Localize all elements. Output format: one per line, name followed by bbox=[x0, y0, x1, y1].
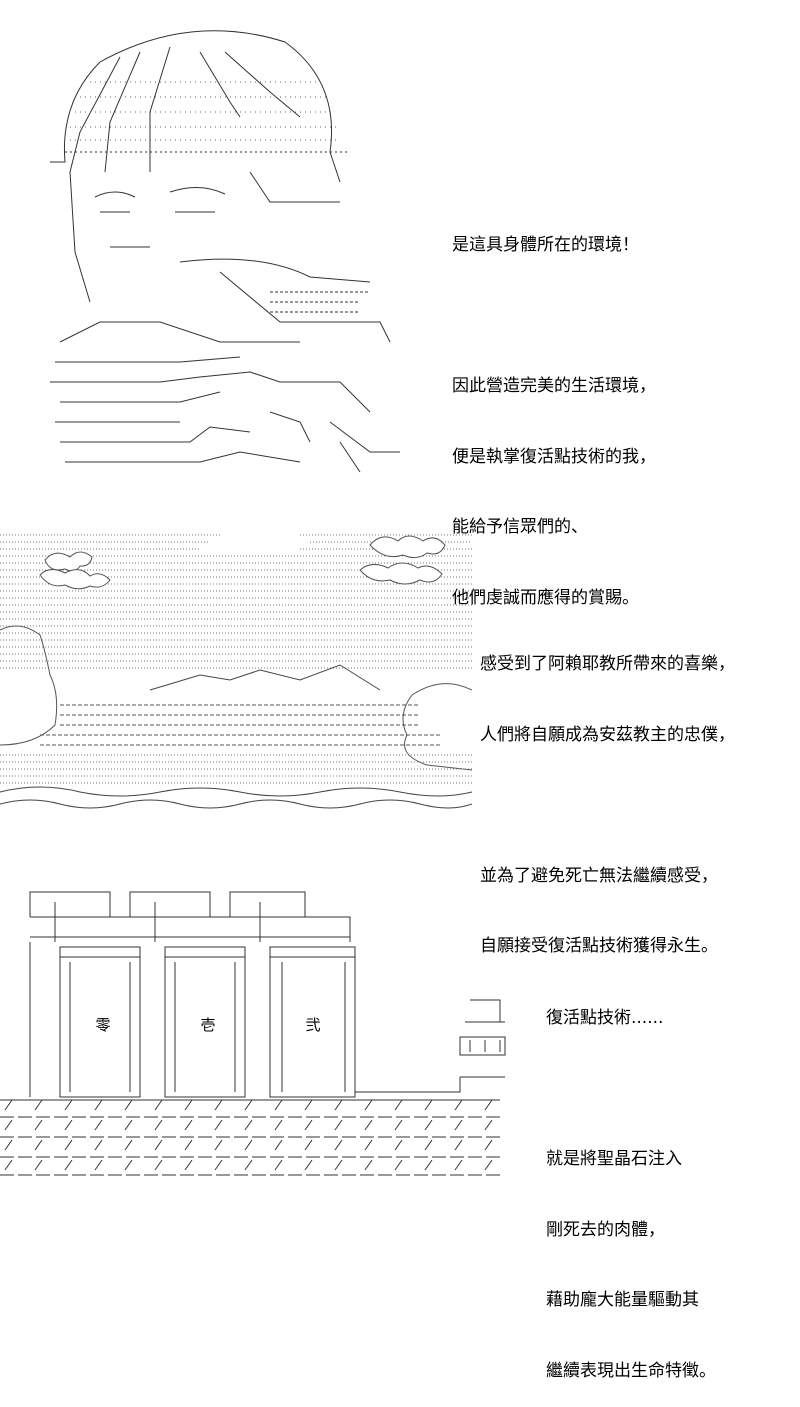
tank-label-2: 弐 bbox=[305, 1016, 320, 1034]
caption-line bbox=[452, 305, 656, 329]
caption-line: 能給予信眾們的、 bbox=[452, 517, 588, 537]
tank-label-1: 壱 bbox=[200, 1016, 215, 1034]
ascii-art-tanks-panel: 零 壱 弐 bbox=[0, 882, 520, 1182]
caption-line: 自願接受復活點技術獲得永生。 bbox=[480, 936, 718, 956]
caption-line: 就是將聖晶石注入 bbox=[546, 1149, 682, 1169]
caption-line: 剛死去的肉體， bbox=[546, 1219, 665, 1240]
caption-line: 藉助龐大能量驅動其 bbox=[546, 1290, 699, 1310]
resurrection-tanks-illustration: 零 壱 弐 bbox=[0, 891, 506, 1176]
caption-line: 復活點技術...... bbox=[546, 1008, 664, 1028]
caption-line: 他們虔誠而應得的賞賜。 bbox=[452, 587, 639, 608]
ascii-art-landscape-panel bbox=[0, 530, 473, 815]
caption-line: 便是執掌復活點技術的我， bbox=[452, 446, 656, 467]
caption-line: 繼續表現出生命特徵。 bbox=[546, 1360, 716, 1381]
caption-line: 並為了避免死亡無法繼續感受， bbox=[480, 865, 718, 886]
caption-line: 人們將自願成為安茲教主的忠僕， bbox=[480, 724, 735, 745]
caption-line: 感受到了阿賴耶教所帶來的喜樂， bbox=[480, 654, 735, 674]
landscape-illustration bbox=[0, 534, 473, 809]
caption-panel-1: 是這具身體所在的環境！ 因此營造完美的生活環境， 便是執掌復活點技術的我， 能給… bbox=[452, 187, 656, 634]
caption-panel-2: 感受到了阿賴耶教所帶來的喜樂， 人們將自願成為安茲教主的忠僕， 並為了避免死亡無… bbox=[480, 606, 735, 982]
caption-line bbox=[546, 1078, 716, 1102]
caption-line: 因此營造完美的生活環境， bbox=[452, 376, 656, 396]
tank-label-0: 零 bbox=[95, 1016, 110, 1034]
ascii-art-character-panel bbox=[40, 22, 410, 477]
caption-panel-3: 復活點技術...... 就是將聖晶石注入 剛死去的肉體， 藉助龐大能量驅動其 繼… bbox=[546, 960, 716, 1407]
character-illustration bbox=[50, 30, 410, 473]
caption-line: 是這具身體所在的環境！ bbox=[452, 235, 639, 255]
caption-line bbox=[480, 794, 735, 818]
